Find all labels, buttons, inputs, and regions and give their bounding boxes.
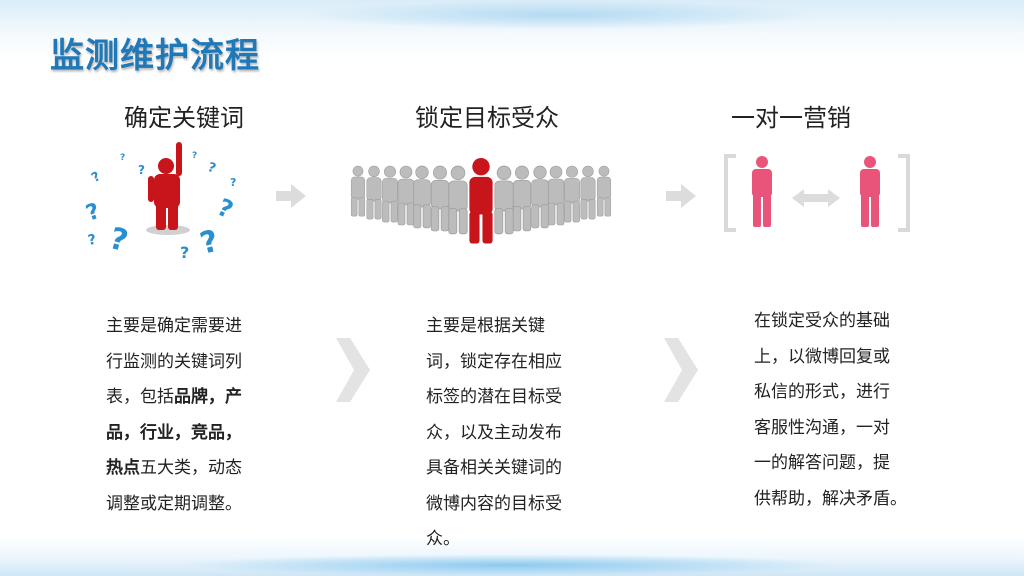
step-2-heading: 锁定目标受众: [415, 104, 559, 132]
chevron-right-icon: [336, 338, 370, 402]
arrow-right-icon: [666, 184, 696, 208]
step-1-description: 主要是确定需要进行监测的关键词列表，包括品牌，产品，行业，竞品，热点五大类，动态…: [106, 309, 242, 522]
one-to-one-people-icon: [724, 154, 910, 232]
text: 具备相关关键词的: [426, 458, 562, 478]
svg-text:?: ?: [192, 151, 197, 161]
step-2-description: 主要是根据关键词，锁定存在相应标签的潜在目标受众，以及主动发布具备相关关键词的微…: [426, 309, 562, 558]
step-1-heading: 确定关键词: [124, 104, 244, 132]
description-line: 在锁定受众的基础: [754, 304, 907, 340]
description-line: 词，锁定存在相应: [426, 345, 562, 381]
svg-text:?: ?: [120, 153, 125, 163]
text: 五大类，动态: [140, 458, 242, 478]
svg-text:?: ?: [138, 163, 145, 177]
description-line: 具备相关关键词的: [426, 451, 562, 487]
text: 主要是根据关键: [426, 316, 545, 336]
chevron-right-icon: [664, 338, 698, 402]
step-3-heading: 一对一营销: [731, 104, 851, 132]
svg-text:?: ?: [87, 232, 98, 249]
text: 词，锁定存在相应: [426, 351, 562, 372]
svg-text:?: ?: [230, 176, 236, 189]
description-line: 热点五大类，动态: [106, 451, 242, 487]
top-gradient-band: [0, 0, 1024, 60]
text: 行监测的关键词列: [106, 351, 242, 372]
description-line: 主要是确定需要进: [106, 309, 242, 345]
description-line: 品，行业，竞品，: [106, 416, 242, 452]
text: 众。: [426, 529, 460, 549]
description-line: 行监测的关键词列: [106, 345, 242, 381]
crowd-target-person-icon: [350, 158, 612, 244]
bold-text: 热点: [106, 458, 140, 478]
text: 一的解答问题，提: [754, 453, 890, 473]
description-line: 私信的形式，进行: [754, 375, 907, 411]
text: 上，以微博回复或: [754, 346, 890, 367]
description-line: 调整或定期调整。: [106, 487, 242, 523]
bold-text: 品牌，产: [174, 387, 242, 407]
bold-text: 品，行业，竞品，: [106, 422, 242, 443]
description-line: 上，以微博回复或: [754, 340, 907, 376]
description-line: 客服性沟通，一对: [754, 411, 907, 447]
description-line: 众。: [426, 522, 562, 558]
text: 主要是确定需要进: [106, 316, 242, 336]
text: 私信的形式，进行: [754, 382, 890, 402]
text: 在锁定受众的基础: [754, 311, 890, 331]
arrow-right-icon: [276, 184, 306, 208]
svg-text:?: ?: [180, 243, 189, 262]
text: 客服性沟通，一对: [754, 417, 890, 438]
description-line: 供帮助，解决矛盾。: [754, 482, 907, 518]
text: 众，以及主动发布: [426, 422, 562, 443]
description-line: 众，以及主动发布: [426, 416, 562, 452]
text: 标签的潜在目标受: [426, 387, 562, 407]
step-3-description: 在锁定受众的基础上，以微博回复或私信的形式，进行客服性沟通，一对一的解答问题，提…: [754, 304, 907, 517]
bottom-gradient-band: [0, 536, 1024, 576]
text: 供帮助，解决矛盾。: [754, 488, 907, 509]
description-line: 主要是根据关键: [426, 309, 562, 345]
description-line: 一的解答问题，提: [754, 446, 907, 482]
text: 调整或定期调整。: [106, 493, 242, 514]
description-line: 表，包括品牌，产: [106, 380, 242, 416]
description-line: 微博内容的目标受: [426, 487, 562, 523]
text: 表，包括: [106, 387, 174, 407]
slide-title: 监测维护流程: [50, 36, 260, 76]
person-question-marks-icon: ? ? ? ? ? ? ? ? ? ? ? ?: [80, 140, 256, 262]
description-line: 标签的潜在目标受: [426, 380, 562, 416]
text: 微博内容的目标受: [426, 493, 562, 514]
